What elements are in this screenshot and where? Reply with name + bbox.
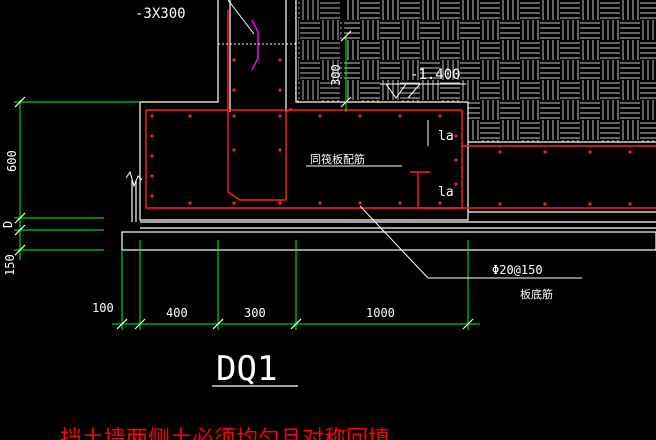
elevation-mark xyxy=(380,83,466,99)
elevation-label: -1.400 xyxy=(410,67,461,83)
dim-400: 400 xyxy=(166,306,188,320)
plate-label: -3X300 xyxy=(135,6,186,22)
waterstop xyxy=(251,19,259,71)
rebar-spec: Φ20@150 xyxy=(492,263,543,277)
rebar-cage xyxy=(145,10,656,209)
dim-600: 600 xyxy=(5,150,19,172)
la-upper: la xyxy=(438,129,454,144)
rebar-note: 板底筋 xyxy=(520,287,553,301)
hatched-fill xyxy=(295,0,656,142)
drawing-title: DQ1 xyxy=(216,349,277,389)
la-lower: la xyxy=(438,185,454,200)
warning-note: 挡土墙两侧土必须均匀且对称回填 xyxy=(60,427,390,440)
dimension-ticks xyxy=(14,30,474,330)
wall-outline xyxy=(121,0,656,251)
dim-300: 300 xyxy=(244,306,266,320)
dim-1000: 1000 xyxy=(366,306,395,320)
dim-300-vert: 300 xyxy=(329,64,343,86)
break-mark xyxy=(125,170,143,188)
dim-d: D xyxy=(1,221,15,228)
bar-note: 同筏板配筋 xyxy=(310,152,365,166)
dim-150: 150 xyxy=(3,254,17,276)
dim-100: 100 xyxy=(92,301,114,315)
rebar-dots xyxy=(150,58,632,206)
